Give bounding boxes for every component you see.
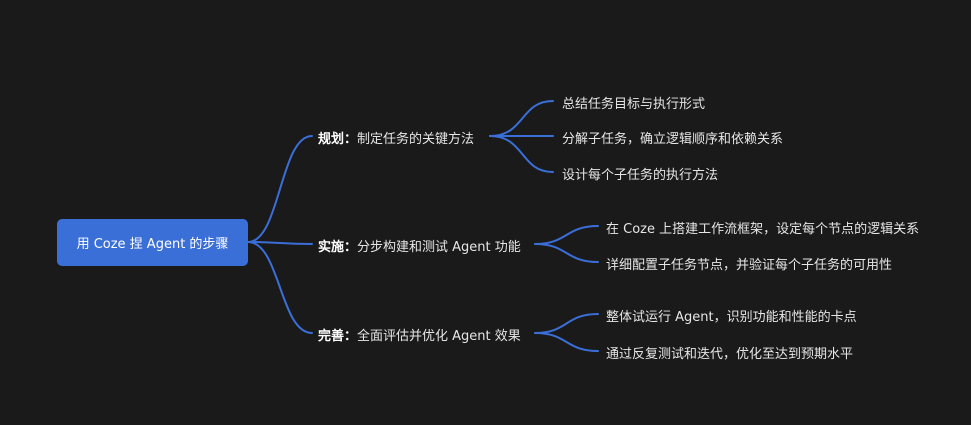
branch-implementation-separator: ： <box>344 240 358 255</box>
connector-planning-3 <box>489 135 554 173</box>
connector-root-planning <box>247 135 313 243</box>
leaf-refinement-1[interactable]: 整体试运行 Agent，识别功能和性能的卡点 <box>606 310 857 325</box>
connector-refinement-2 <box>534 332 599 352</box>
leaf-refinement-2[interactable]: 通过反复测试和迭代，优化至达到预期水平 <box>606 347 854 362</box>
branch-implementation-text: 分步构建和测试 Agent 功能 <box>357 240 521 255</box>
branch-planning-separator: ： <box>344 132 358 147</box>
connector-root-implementation <box>247 241 313 245</box>
branch-refinement[interactable]: 完善：全面评估并优化 Agent 效果 <box>318 325 521 344</box>
branch-refinement-separator: ： <box>344 329 358 344</box>
branch-planning-text: 制定任务的关键方法 <box>357 132 475 147</box>
connector-root-refinement <box>247 241 313 334</box>
leaf-planning-2[interactable]: 分解子任务，确立逻辑顺序和依赖关系 <box>562 132 784 147</box>
branch-planning[interactable]: 规划：制定任务的关键方法 <box>318 128 474 147</box>
leaf-planning-3[interactable]: 设计每个子任务的执行方法 <box>562 168 719 183</box>
leaf-implementation-1[interactable]: 在 Coze 上搭建工作流框架，设定每个节点的逻辑关系 <box>606 222 920 237</box>
connector-implementation-2 <box>534 243 599 263</box>
root-node-label: 用 Coze 捏 Agent 的步骤 <box>76 237 229 252</box>
branch-implementation-title: 实施 <box>318 240 345 255</box>
leaf-implementation-2[interactable]: 详细配置子任务节点，并验证每个子任务的可用性 <box>606 258 893 273</box>
branch-refinement-title: 完善 <box>318 329 345 344</box>
leaf-planning-1[interactable]: 总结任务目标与执行形式 <box>562 97 706 112</box>
connector-refinement-1 <box>534 313 599 334</box>
branch-planning-title: 规划 <box>318 132 345 147</box>
connector-planning-1 <box>489 100 554 137</box>
connector-implementation-1 <box>534 225 599 245</box>
branch-refinement-text: 全面评估并优化 Agent 效果 <box>357 329 521 344</box>
root-node[interactable]: 用 Coze 捏 Agent 的步骤 <box>57 219 248 266</box>
branch-implementation[interactable]: 实施：分步构建和测试 Agent 功能 <box>318 236 521 255</box>
